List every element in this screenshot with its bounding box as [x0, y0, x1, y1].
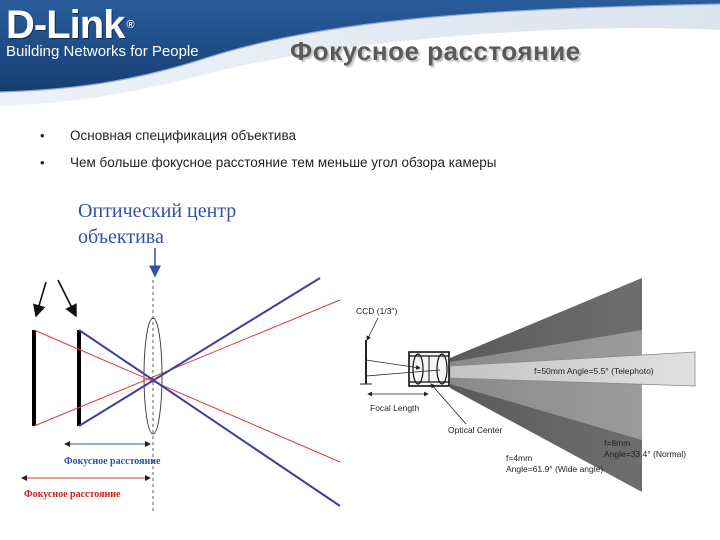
normal-label-angle: Angle=33.4° (Normal) — [604, 449, 686, 459]
blue-ray — [78, 329, 341, 507]
focal-length-label: Focal Length — [370, 403, 419, 413]
lens-element — [412, 353, 424, 385]
ccd-pointer — [366, 317, 379, 341]
optical-center-label: Оптический центр объектива — [78, 200, 237, 248]
ray-line — [365, 359, 421, 370]
normal-label-focal: f=8mm — [604, 438, 630, 448]
sensor-pointer-arrow — [57, 279, 77, 318]
slide-header: D-Link® Building Networks for People Фок… — [0, 0, 720, 110]
brand-name: D-Link® — [6, 3, 135, 47]
blue-ray — [78, 277, 321, 427]
dlink-logo: D-Link® Building Networks for People — [6, 4, 199, 60]
bullet-text: Чем больше фокусное расстояние тем меньш… — [70, 155, 497, 170]
telephoto-cone — [449, 351, 696, 387]
optical-center-pointer — [430, 383, 467, 425]
focal-long-label: Фокусное расстояние — [24, 489, 121, 500]
bullet-item: • Чем больше фокусное расстояние тем мен… — [40, 155, 496, 182]
focal-short-label: Фокусное расстояние — [64, 456, 161, 467]
slide-title: Фокусное расстояние — [290, 36, 581, 66]
bullet-list: • Основная спецификация объектива • Чем … — [40, 128, 496, 182]
registered-mark: ® — [126, 19, 134, 31]
bullet-item: • Основная спецификация объектива — [40, 128, 496, 155]
ray-line — [365, 369, 441, 377]
header-background — [0, 0, 720, 106]
red-ray — [33, 329, 341, 463]
ccd-label: CCD (1/3") — [356, 306, 397, 316]
optical-center-label-en: Optical Center — [448, 425, 502, 435]
bullet-dot: • — [40, 128, 45, 143]
bullet-text: Основная спецификация объектива — [70, 128, 296, 143]
right-fov-diagram: CCD (1/3") Focal Length Optical Center f… — [356, 278, 696, 492]
bullet-dot: • — [40, 155, 45, 170]
lens-element — [436, 353, 448, 385]
wide-label-focal: f=4mm — [506, 453, 532, 463]
wide-label-angle: Angle=61.9° (Wide angle) — [506, 464, 603, 474]
left-optics-diagram: Фокусное расстояние Фокусное расстояние — [21, 248, 341, 512]
brand-tagline: Building Networks for People — [6, 43, 199, 60]
sensor-pointer-arrow — [33, 281, 47, 318]
telephoto-label: f=50mm Angle=5.5° (Telephoto) — [534, 366, 654, 376]
red-ray — [33, 299, 341, 427]
